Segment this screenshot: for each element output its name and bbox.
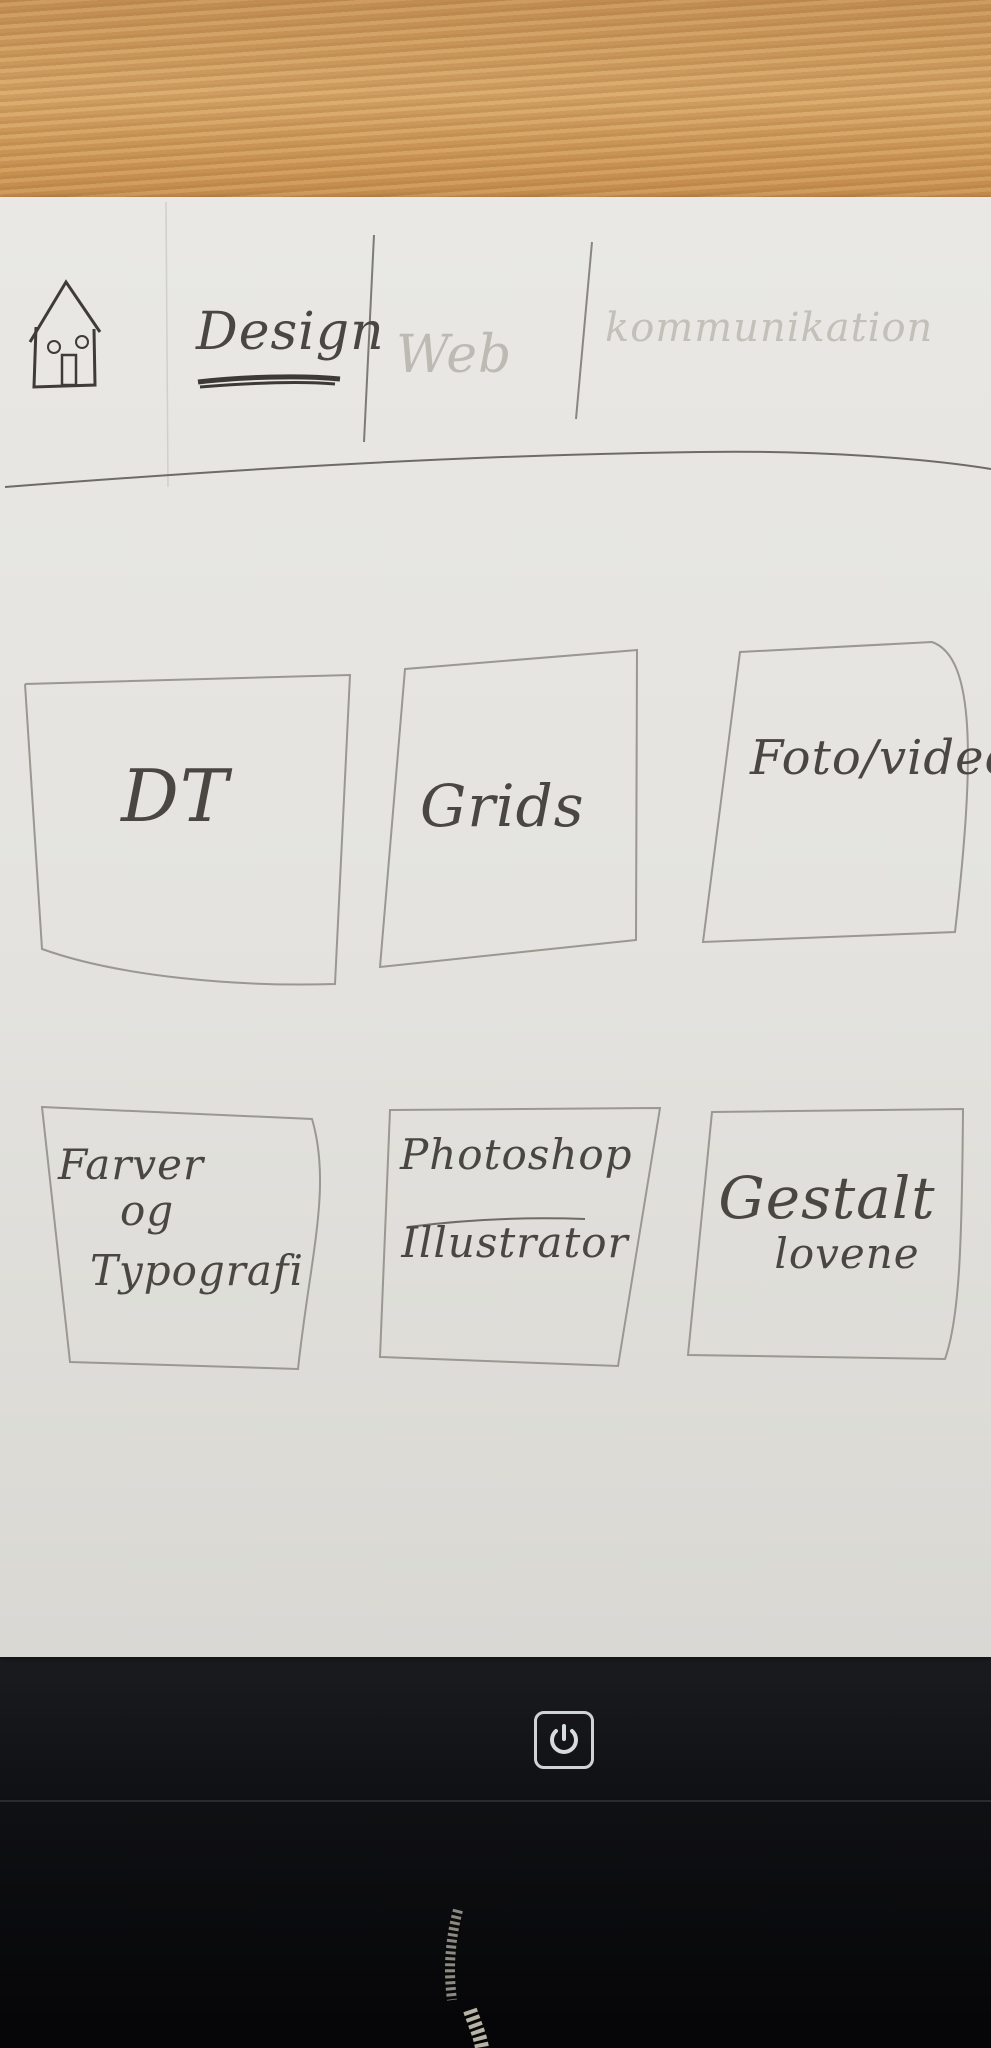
card-gestalt-label: Gestalt bbox=[718, 1164, 936, 1232]
card-photoshop-illustrator[interactable]: Photoshop Illustrator bbox=[400, 1130, 633, 1268]
card-photoshop-label: Photoshop bbox=[400, 1130, 633, 1179]
card-dt[interactable]: DT bbox=[80, 754, 270, 838]
card-illustrator-label: Illustrator bbox=[401, 1218, 629, 1268]
bezel-edge bbox=[0, 1800, 991, 1802]
paper-sketch: Design Web kommunikation DT Grids Foto/v… bbox=[0, 197, 991, 1657]
card-typografi-label: Typografi bbox=[90, 1246, 304, 1296]
card-grids[interactable]: Grids bbox=[420, 774, 584, 839]
tab-design-label: Design bbox=[196, 302, 385, 362]
tab-kommunikation-label: kommunikation bbox=[605, 305, 934, 351]
card-dt-label: DT bbox=[121, 754, 229, 838]
card-farver-label: Farver bbox=[58, 1140, 205, 1189]
house-icon[interactable] bbox=[28, 279, 102, 389]
card-gestalt-lovene[interactable]: Gestalt lovene bbox=[712, 1164, 942, 1278]
card-farver-typografi[interactable]: Farver og Typografi bbox=[50, 1140, 304, 1296]
tab-web-label: Web bbox=[396, 325, 513, 385]
card-grids-label: Grids bbox=[420, 772, 585, 840]
card-lovene-label: lovene bbox=[774, 1228, 920, 1278]
tab-kommunikation[interactable]: kommunikation bbox=[605, 305, 933, 351]
tab-web[interactable]: Web bbox=[396, 325, 512, 385]
sketch-lines bbox=[4, 201, 991, 1371]
card-foto-video-label: Foto/video bbox=[750, 730, 991, 786]
monitor-bezel bbox=[0, 1650, 991, 2048]
power-icon bbox=[550, 1724, 578, 1754]
card-og-label: og bbox=[120, 1186, 175, 1236]
tab-design[interactable]: Design bbox=[196, 302, 385, 362]
card-foto-video[interactable]: Foto/video bbox=[750, 732, 991, 785]
wooden-desk-background bbox=[0, 0, 991, 210]
cable bbox=[445, 1908, 489, 2048]
power-button[interactable] bbox=[534, 1711, 594, 1769]
